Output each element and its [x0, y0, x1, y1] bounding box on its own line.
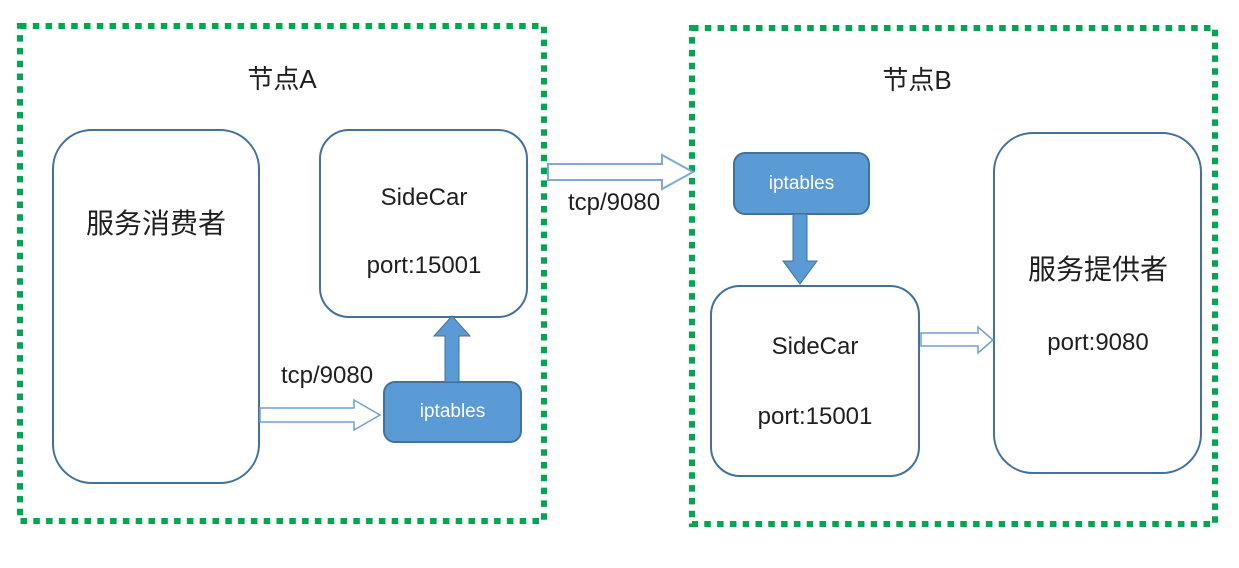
arrow-consumer-to-iptables-a [259, 398, 382, 432]
tcp-9080-label-node-a: tcp/9080 [280, 362, 374, 389]
service-consumer-label: 服务消费者 [85, 208, 227, 239]
sidecar-b-box [710, 285, 920, 477]
service-consumer-box [52, 129, 260, 484]
iptables-a-box: iptables [383, 381, 522, 443]
arrow-sidecar-b-to-provider [920, 325, 995, 355]
arrow-node-a-to-node-b [547, 153, 696, 191]
service-provider-box [993, 132, 1202, 474]
sidecar-a-name: SideCar [380, 184, 468, 211]
tcp-9080-label-inter-node: tcp/9080 [567, 189, 661, 216]
iptables-a-label: iptables [419, 401, 486, 422]
node-b-title: 节点B [882, 65, 952, 95]
sidecar-a-port: port:15001 [366, 252, 482, 279]
iptables-b-box: iptables [733, 152, 870, 215]
service-provider-port: port:9080 [1047, 329, 1149, 356]
iptables-b-label: iptables [768, 172, 835, 194]
arrow-iptables-b-to-sidecar-b [782, 213, 818, 285]
sidecar-a-box [319, 129, 528, 318]
sidecar-b-name: SideCar [771, 333, 859, 360]
arrow-iptables-a-to-sidecar-a [432, 315, 472, 383]
sidecar-b-port: port:15001 [757, 403, 873, 430]
service-provider-label: 服务提供者 [1027, 254, 1169, 285]
node-a-title: 节点A [247, 64, 317, 94]
